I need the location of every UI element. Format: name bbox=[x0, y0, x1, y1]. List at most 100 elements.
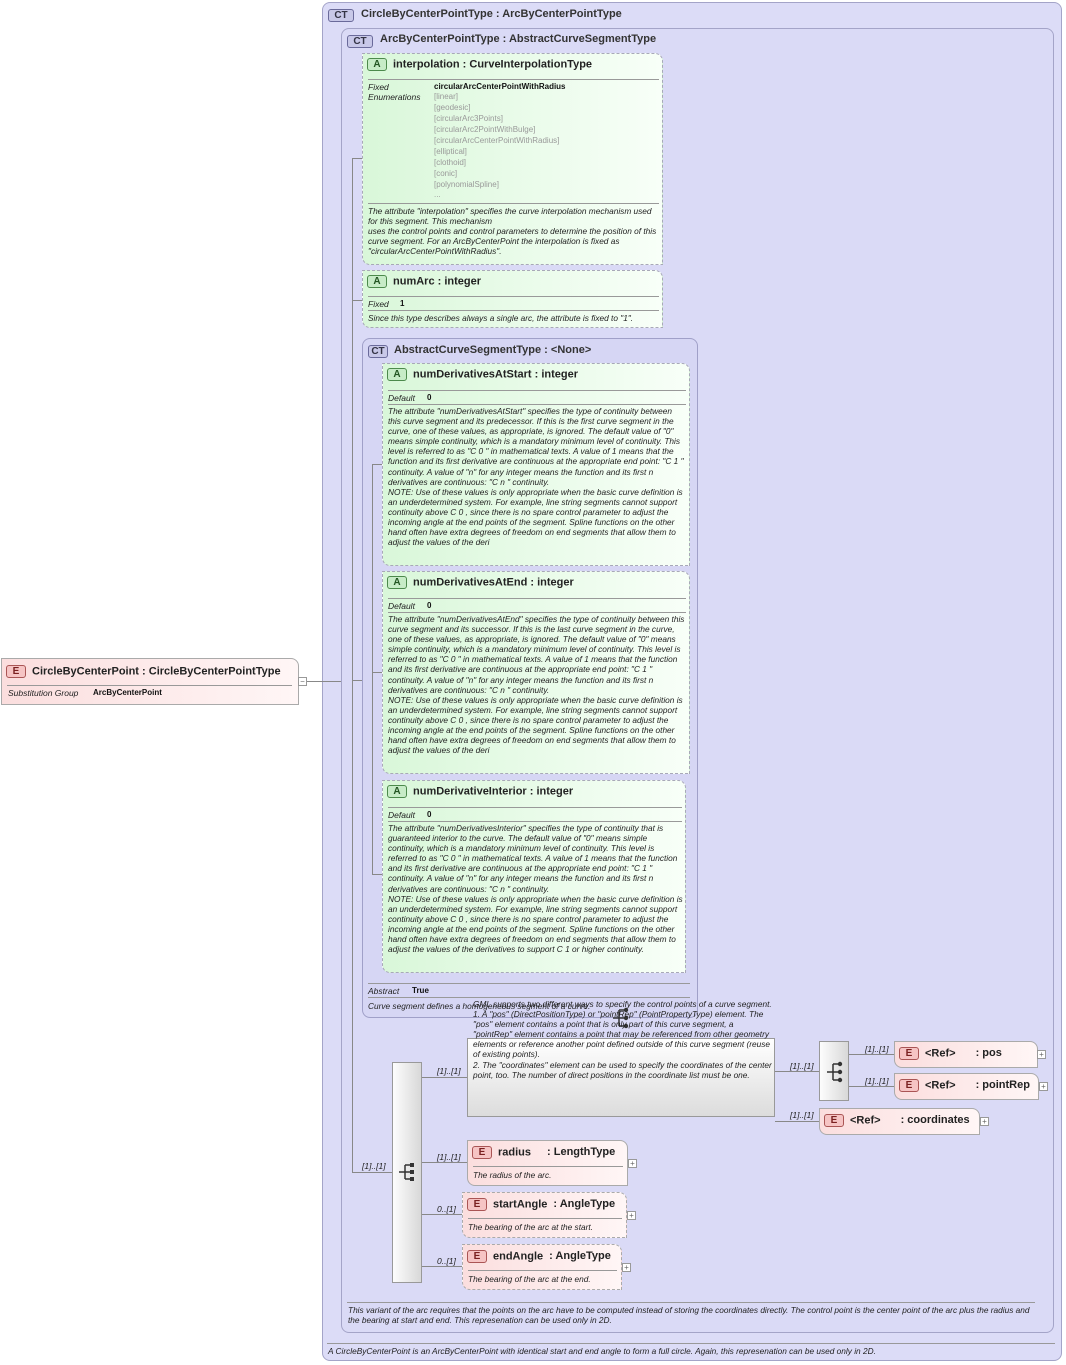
fixed-label: Fixed bbox=[368, 82, 389, 92]
expand-button[interactable]: + bbox=[1039, 1082, 1048, 1091]
enumerations-label: Enumerations bbox=[368, 92, 421, 102]
ct-documentation: A CircleByCenterPoint is an ArcByCenterP… bbox=[328, 1346, 876, 1356]
element-header: E<Ref>: pointRep bbox=[899, 1079, 1030, 1092]
attribute-title: numDerivativesAtEnd : integer bbox=[413, 576, 574, 589]
element-ref: <Ref> bbox=[925, 1047, 956, 1060]
element-ref-coordinates[interactable]: E<Ref>: coordinates bbox=[819, 1108, 980, 1135]
fixed-value: 1 bbox=[400, 299, 405, 308]
pointrep-multiplicity: [1]..[1] bbox=[865, 1076, 889, 1086]
divider bbox=[388, 598, 686, 599]
element-documentation: The bearing of the arc at the end. bbox=[468, 1274, 591, 1284]
divider bbox=[368, 983, 690, 984]
divider bbox=[368, 310, 659, 311]
divider bbox=[7, 685, 292, 686]
expand-button[interactable]: + bbox=[980, 1117, 989, 1126]
abstract-label: Abstract bbox=[368, 986, 400, 996]
sequence-icon bbox=[399, 1163, 414, 1181]
element-type: : LengthType bbox=[547, 1146, 616, 1159]
attribute-icon: A bbox=[367, 275, 387, 288]
connector-line bbox=[372, 672, 382, 673]
inner-choice-compositor[interactable] bbox=[819, 1041, 849, 1101]
attribute-icon: A bbox=[367, 58, 387, 71]
expand-button[interactable]: + bbox=[628, 1159, 637, 1168]
element-header: E<Ref>: pos bbox=[899, 1047, 1002, 1060]
element-title: radius bbox=[498, 1146, 532, 1159]
connector-line bbox=[422, 1266, 462, 1267]
fixed-label: Fixed bbox=[368, 299, 389, 309]
attribute-icon: A bbox=[387, 785, 407, 798]
element-title: startAngle bbox=[493, 1198, 548, 1211]
enum-item: [elliptical] bbox=[434, 147, 467, 156]
element-documentation: The bearing of the arc at the start. bbox=[468, 1222, 593, 1232]
enum-item: [polynomialSpline] bbox=[434, 180, 499, 189]
expand-button[interactable]: + bbox=[1037, 1050, 1046, 1059]
enum-item: ... bbox=[434, 190, 441, 199]
divider bbox=[468, 1270, 617, 1271]
element-title: endAngle bbox=[493, 1250, 544, 1263]
element-ref-pos[interactable]: E<Ref>: pos bbox=[894, 1041, 1038, 1068]
element-documentation: The radius of the arc. bbox=[473, 1170, 552, 1180]
collapse-button[interactable]: − bbox=[298, 677, 307, 686]
default-value: 0 bbox=[427, 601, 432, 610]
complex-type-icon: CT bbox=[328, 9, 354, 22]
element-icon: E bbox=[6, 665, 26, 678]
divider bbox=[388, 807, 682, 808]
connector-line bbox=[422, 1162, 467, 1163]
connector-line bbox=[422, 1077, 467, 1078]
choice-multiplicity: [1]..[1] bbox=[437, 1066, 461, 1076]
enum-item: [linear] bbox=[434, 92, 459, 101]
radius-multiplicity: [1]..[1] bbox=[437, 1152, 461, 1162]
expand-button[interactable]: + bbox=[627, 1211, 636, 1220]
inner-choice-multiplicity: [1]..[1] bbox=[790, 1061, 814, 1071]
attribute-title: numDerivativesAtStart : integer bbox=[413, 368, 579, 381]
abstract-value: True bbox=[412, 986, 429, 995]
connector-line bbox=[352, 158, 353, 1172]
default-label: Default bbox=[388, 810, 415, 820]
connector-line bbox=[372, 464, 382, 465]
default-label: Default bbox=[388, 601, 415, 611]
expand-button[interactable]: + bbox=[622, 1263, 631, 1272]
divider bbox=[347, 1302, 1035, 1303]
connector-line bbox=[352, 158, 362, 159]
element-icon: E bbox=[467, 1198, 487, 1211]
divider bbox=[388, 404, 686, 405]
fixed-value: circularArcCenterPointWithRadius bbox=[434, 82, 566, 91]
attribute-documentation: The attribute "numDerivativesAtStart" sp… bbox=[388, 406, 684, 548]
coordinates-multiplicity: [1]..[1] bbox=[790, 1110, 814, 1120]
startangle-multiplicity: 0..[1] bbox=[437, 1204, 456, 1214]
element-name: : pointRep bbox=[975, 1079, 1030, 1092]
element-icon: E bbox=[467, 1250, 487, 1263]
endangle-multiplicity: 0..[1] bbox=[437, 1256, 456, 1266]
default-value: 0 bbox=[427, 810, 432, 819]
choice-compositor[interactable] bbox=[467, 1038, 775, 1117]
connector-line bbox=[422, 1214, 462, 1215]
divider bbox=[388, 612, 686, 613]
connector-line bbox=[372, 874, 382, 875]
choice-icon bbox=[613, 1007, 629, 1029]
choice-documentation: GML supports two different ways to speci… bbox=[473, 999, 772, 1080]
element-name: : pos bbox=[975, 1047, 1002, 1060]
attribute-icon: A bbox=[387, 368, 407, 381]
element-ref-pointrep[interactable]: E<Ref>: pointRep bbox=[894, 1073, 1039, 1100]
divider bbox=[388, 390, 686, 391]
ct-title: CircleByCenterPointType : ArcByCenterPoi… bbox=[361, 8, 622, 20]
attribute-documentation: The attribute "numDerivativesInterior" s… bbox=[388, 823, 683, 955]
enum-item: [clothoid] bbox=[434, 158, 467, 167]
element-icon: E bbox=[824, 1114, 844, 1127]
divider bbox=[473, 1166, 623, 1167]
